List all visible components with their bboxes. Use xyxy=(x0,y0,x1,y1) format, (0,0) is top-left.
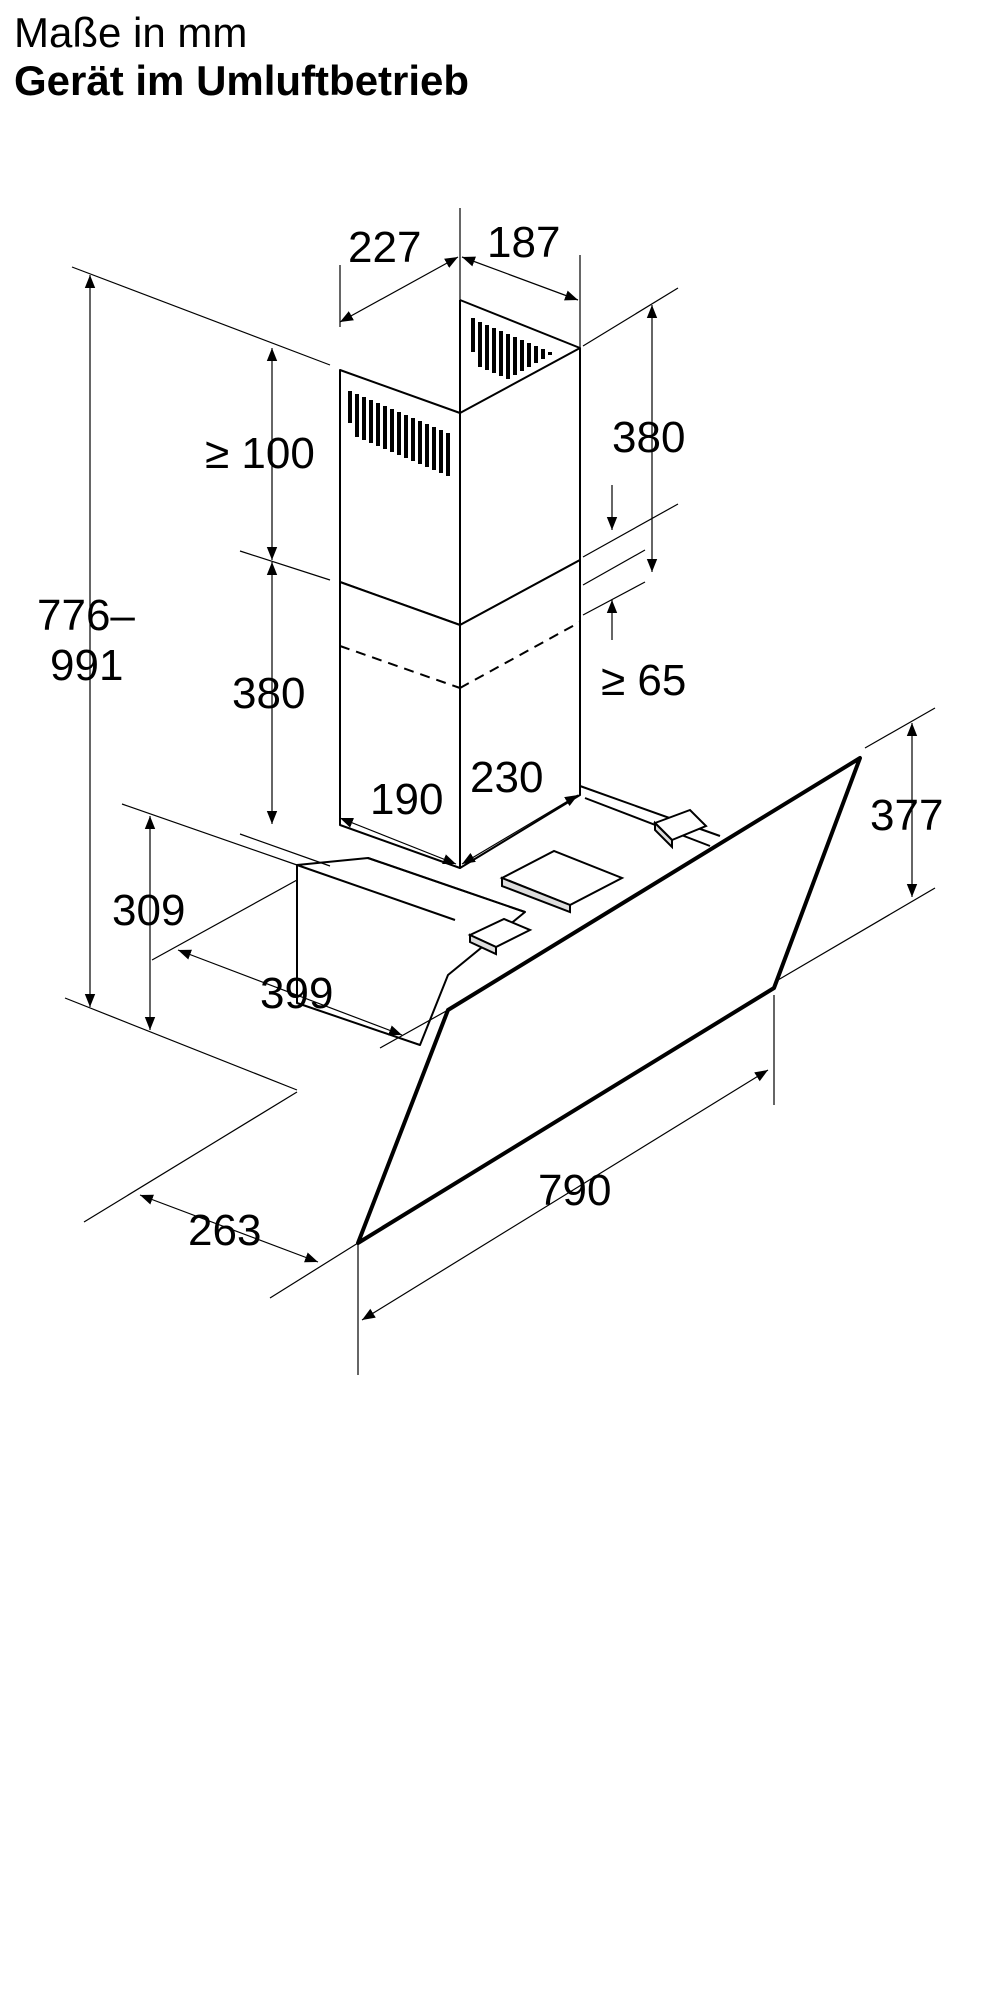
dim-duct-base-depth: 190 xyxy=(370,775,443,824)
hood-outline xyxy=(296,299,862,1245)
dim-chimney-width: 187 xyxy=(487,218,560,267)
dim-hood-width: 790 xyxy=(538,1166,611,1215)
upper-chimney-duct xyxy=(339,299,581,626)
dim-total-height-min: 776– xyxy=(37,591,135,640)
extension-lines xyxy=(64,208,936,1375)
units-caption: Maße in mm xyxy=(14,9,248,56)
dim-duct-base-width: 230 xyxy=(470,753,543,802)
ventilation-slots xyxy=(348,318,552,476)
dim-clearance-top: ≥ 100 xyxy=(205,429,315,478)
dim-upper-duct-height: 380 xyxy=(612,413,685,462)
dim-body-height: 309 xyxy=(112,886,185,935)
dim-chimney-depth: 227 xyxy=(348,223,421,272)
lower-chimney-duct xyxy=(339,559,581,869)
dimension-labels: 227 187 ≥ 100 380 ≥ 65 380 190 230 776– … xyxy=(37,218,943,1255)
dim-mount-offset: 399 xyxy=(260,969,333,1018)
filter-and-control-details xyxy=(467,808,708,956)
operation-mode-title: Gerät im Umluftbetrieb xyxy=(14,57,470,104)
dimension-lines xyxy=(84,256,918,1321)
dim-total-height-max: 991 xyxy=(50,641,123,690)
dim-hood-depth: 263 xyxy=(188,1206,261,1255)
dim-glass-height: 377 xyxy=(870,791,943,840)
dim-lower-duct-height: 380 xyxy=(232,669,305,718)
dim-overlap-min: ≥ 65 xyxy=(601,656,686,705)
